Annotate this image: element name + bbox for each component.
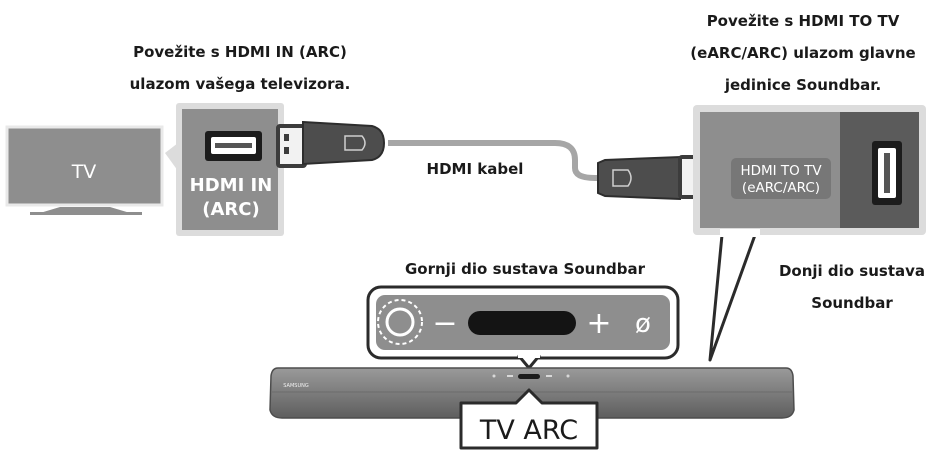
hdmi-cable-label: HDMI kabel	[426, 160, 524, 178]
volume-up-icon: +	[586, 306, 611, 341]
mic-mute-icon: ø	[635, 309, 651, 339]
multi-function-button-highlight	[377, 299, 423, 345]
soundbar-port-label-line2: (eARC/ARC)	[742, 180, 820, 196]
soundbar-hdmi-instruction: Povežite s HDMI TO TV (eARC/ARC) ulazom …	[672, 5, 934, 101]
soundbar-top-label: Gornji dio sustava Soundbar	[404, 260, 645, 278]
tv-hdmi-port-callout: HDMI IN (ARC)	[165, 103, 284, 236]
soundbar-bottom-label: Donji dio sustava Soundbar	[770, 255, 934, 319]
tv-icon: TV	[5, 125, 164, 215]
soundbar-bottom-label-line1: Donji dio sustava	[778, 262, 926, 280]
tv-arc-mode-callout: TV ARC	[459, 388, 599, 450]
multi-function-button-icon	[385, 307, 415, 337]
tv-label: TV	[71, 161, 97, 183]
soundbar-hdmi-instruction-line1: Povežite s HDMI TO TV	[706, 12, 900, 30]
soundbar-port-label-line1: HDMI TO TV	[740, 163, 822, 179]
soundbar-hdmi-instruction-line3: jedinice Soundbar.	[724, 76, 882, 94]
hdmi-cable	[388, 140, 600, 181]
led-display-window	[468, 311, 576, 335]
tv-arc-mode-label: TV ARC	[479, 415, 578, 446]
tv-port-label-line2: (ARC)	[202, 199, 259, 220]
soundbar-hdmi-instruction-line2: (eARC/ARC) ulazom glavne	[690, 44, 916, 62]
volume-down-icon: −	[432, 306, 457, 341]
tv-port-label-line1: HDMI IN	[190, 175, 273, 196]
soundbar-hdmi-port-callout: HDMI TO TV (eARC/ARC)	[693, 105, 926, 362]
hdmi-plug-soundbar-end	[597, 155, 709, 201]
tv-hdmi-instruction: Povežite s HDMI IN (ARC) ulazom vašega t…	[95, 36, 385, 100]
soundbar-bottom-label-line2: Soundbar	[811, 294, 893, 312]
soundbar-top-panel-callout: − + ø	[366, 285, 680, 370]
tv-hdmi-instruction-line1: Povežite s HDMI IN (ARC)	[133, 43, 347, 61]
soundbar-brand-logo: SAMSUNG	[283, 383, 309, 389]
hdmi-plug-tv-end	[276, 120, 386, 168]
tv-hdmi-instruction-line2: ulazom vašega televizora.	[129, 75, 351, 93]
